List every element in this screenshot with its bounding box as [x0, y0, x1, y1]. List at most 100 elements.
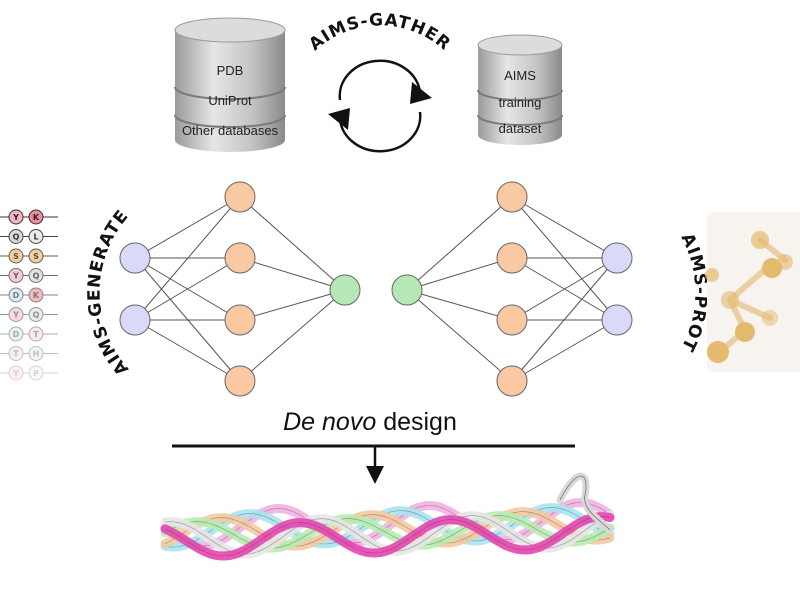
right-hidden-node: [496, 181, 528, 213]
residue-letter: K: [33, 213, 40, 222]
aims-gather-label: AIMS-GATHER: [305, 10, 454, 55]
left-edge: [134, 196, 241, 321]
residue-letter: K: [33, 291, 40, 300]
residue-circle: [8, 287, 24, 303]
residue-letter: Y: [12, 272, 19, 281]
left-edge: [134, 319, 241, 382]
right-output-node: [601, 304, 633, 336]
residue-circle: [8, 365, 24, 381]
right-edge: [406, 289, 513, 321]
right-edge: [406, 196, 513, 291]
database-stack-left: PDB UniProt Other databases: [174, 17, 286, 152]
helix-ribbon-outline: [164, 511, 611, 547]
right-edge: [511, 257, 618, 382]
residue-letter: S: [33, 252, 39, 261]
protein-helix-bundle: [160, 472, 615, 561]
residue-circle: [28, 287, 44, 303]
right-output-node: [601, 242, 633, 274]
right-hidden-node: [496, 365, 528, 397]
left-output-node: [329, 274, 361, 306]
residue-letter: Y: [12, 311, 19, 320]
residue-circle: [28, 248, 44, 264]
residue-circle: [8, 209, 24, 225]
residue-letter: L: [33, 233, 38, 242]
left-edge: [134, 196, 241, 259]
right-edge: [511, 196, 618, 259]
aims-generate-text: AIMS-GENERATE: [85, 206, 132, 379]
residue-letter: H: [33, 350, 40, 359]
residue-letter: S: [13, 252, 19, 261]
aims-generate-label: AIMS-GENERATE: [85, 206, 133, 379]
left-edge: [239, 257, 346, 291]
residue-circle: [28, 346, 44, 361]
gather-cycle-arrows: [328, 59, 432, 153]
db-right-row-1: AIMS: [504, 68, 536, 83]
database-stack-right: AIMS training dataset: [477, 34, 563, 145]
network-right-edges: [406, 196, 618, 382]
residue-circle: [8, 326, 24, 342]
residue-circle: [28, 268, 44, 283]
db-left-row-1: PDB: [217, 63, 244, 78]
residue-circle: [28, 326, 44, 342]
residue-circle: [8, 268, 24, 283]
down-arrow-head: [366, 466, 384, 484]
title-italic: De novo: [283, 408, 376, 436]
residue-circle: [28, 209, 44, 225]
residue-letter: Y: [12, 213, 19, 222]
right-hidden-node: [496, 242, 528, 274]
right-edge: [511, 257, 618, 321]
right-hidden-node: [496, 304, 528, 336]
right-edge: [406, 257, 513, 291]
db-right-row-2: training: [499, 95, 542, 110]
left-hidden-node: [224, 304, 256, 336]
residue-circle: [28, 365, 44, 381]
left-hidden-node: [224, 242, 256, 274]
left-hidden-node: [224, 365, 256, 397]
residue-letter: D: [13, 291, 20, 300]
left-edge: [239, 196, 346, 291]
title-rest: design: [376, 408, 457, 436]
helix-ribbon-outline: [164, 516, 611, 557]
db-right-row-3: dataset: [499, 121, 542, 136]
right-input-node: [391, 274, 423, 306]
residue-circle: [28, 307, 44, 322]
right-edge: [406, 289, 513, 382]
left-input-node: [119, 242, 151, 274]
residue-circle: [8, 346, 24, 361]
db-left-row-2: UniProt: [208, 93, 252, 108]
residue-letter: Q: [33, 272, 40, 281]
molecule-image: [705, 212, 800, 372]
left-edge: [134, 257, 241, 321]
db-left-row-3: Other databases: [182, 123, 279, 138]
residue-letter: T: [33, 330, 39, 339]
helix-ribbon-outline: [164, 515, 611, 549]
aims-prot-text: AIMS-PROT: [677, 230, 710, 355]
residue-letter: P: [33, 369, 39, 378]
residue-letter: Q: [33, 311, 40, 320]
residue-circle: [28, 229, 44, 244]
network-left: [119, 181, 361, 397]
left-edge: [239, 289, 346, 382]
left-input-node: [119, 304, 151, 336]
residue-circle: [8, 248, 24, 264]
network-left-edges: [134, 196, 346, 382]
aims-gather-text: AIMS-GATHER: [305, 10, 453, 55]
aims-prot-label: AIMS-PROT: [677, 230, 711, 355]
residue-letter: Y: [12, 369, 19, 378]
network-right: [391, 181, 633, 397]
residue-letter: T: [13, 350, 19, 359]
residue-letter: Q: [13, 233, 20, 242]
left-edge: [239, 289, 346, 321]
residue-letter: D: [13, 330, 20, 339]
residue-circle: [8, 307, 24, 322]
